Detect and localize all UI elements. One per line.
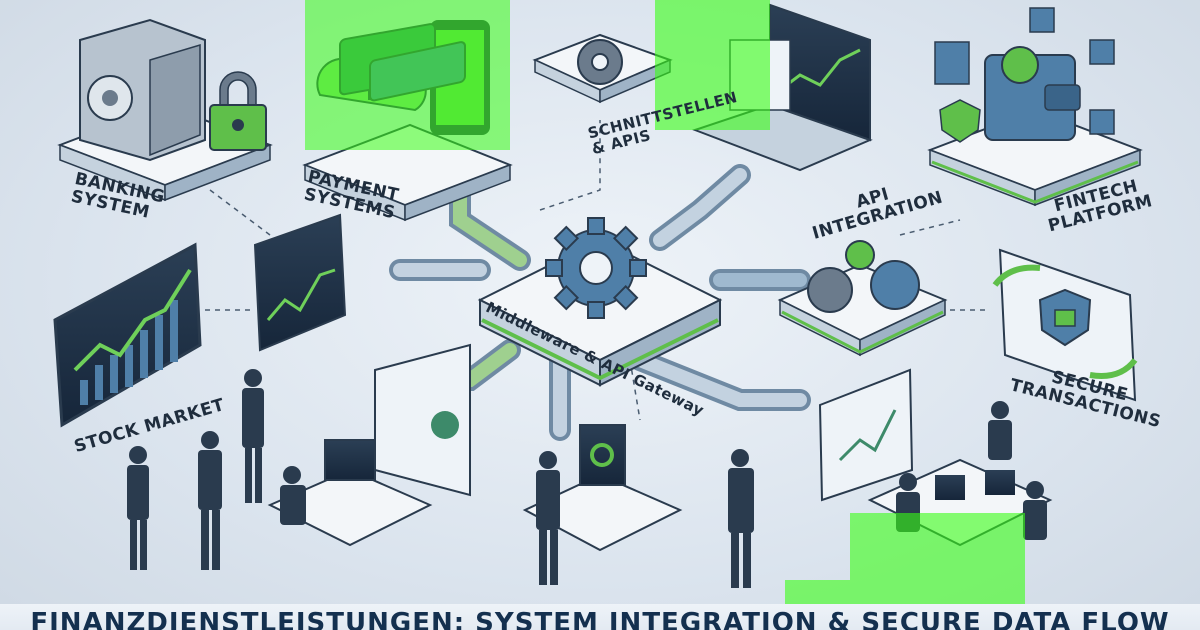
fintech-platform <box>927 108 1143 207</box>
gear-icon <box>545 217 647 319</box>
bitcoin-icon <box>1001 46 1039 84</box>
page-title: FINANZDIENSTLEISTUNGEN: SYSTEM INTEGRATI… <box>30 608 1170 630</box>
dashboard-screens <box>253 213 914 502</box>
highlight-overlay <box>655 0 770 130</box>
secure-transactions-screen <box>992 248 1138 402</box>
api-gears-platform <box>777 240 948 357</box>
padlock-icon <box>209 71 267 151</box>
blockchain-icon <box>1029 7 1115 135</box>
highlight-overlay <box>305 0 510 150</box>
title-backdrop <box>0 604 1200 630</box>
chart-monitor-icon <box>53 242 202 428</box>
office-scene-left <box>127 369 433 570</box>
vault-icon <box>79 18 206 162</box>
office-scene-center <box>522 424 754 588</box>
gear-icon <box>577 39 623 85</box>
shield-lock-icon <box>934 41 981 143</box>
